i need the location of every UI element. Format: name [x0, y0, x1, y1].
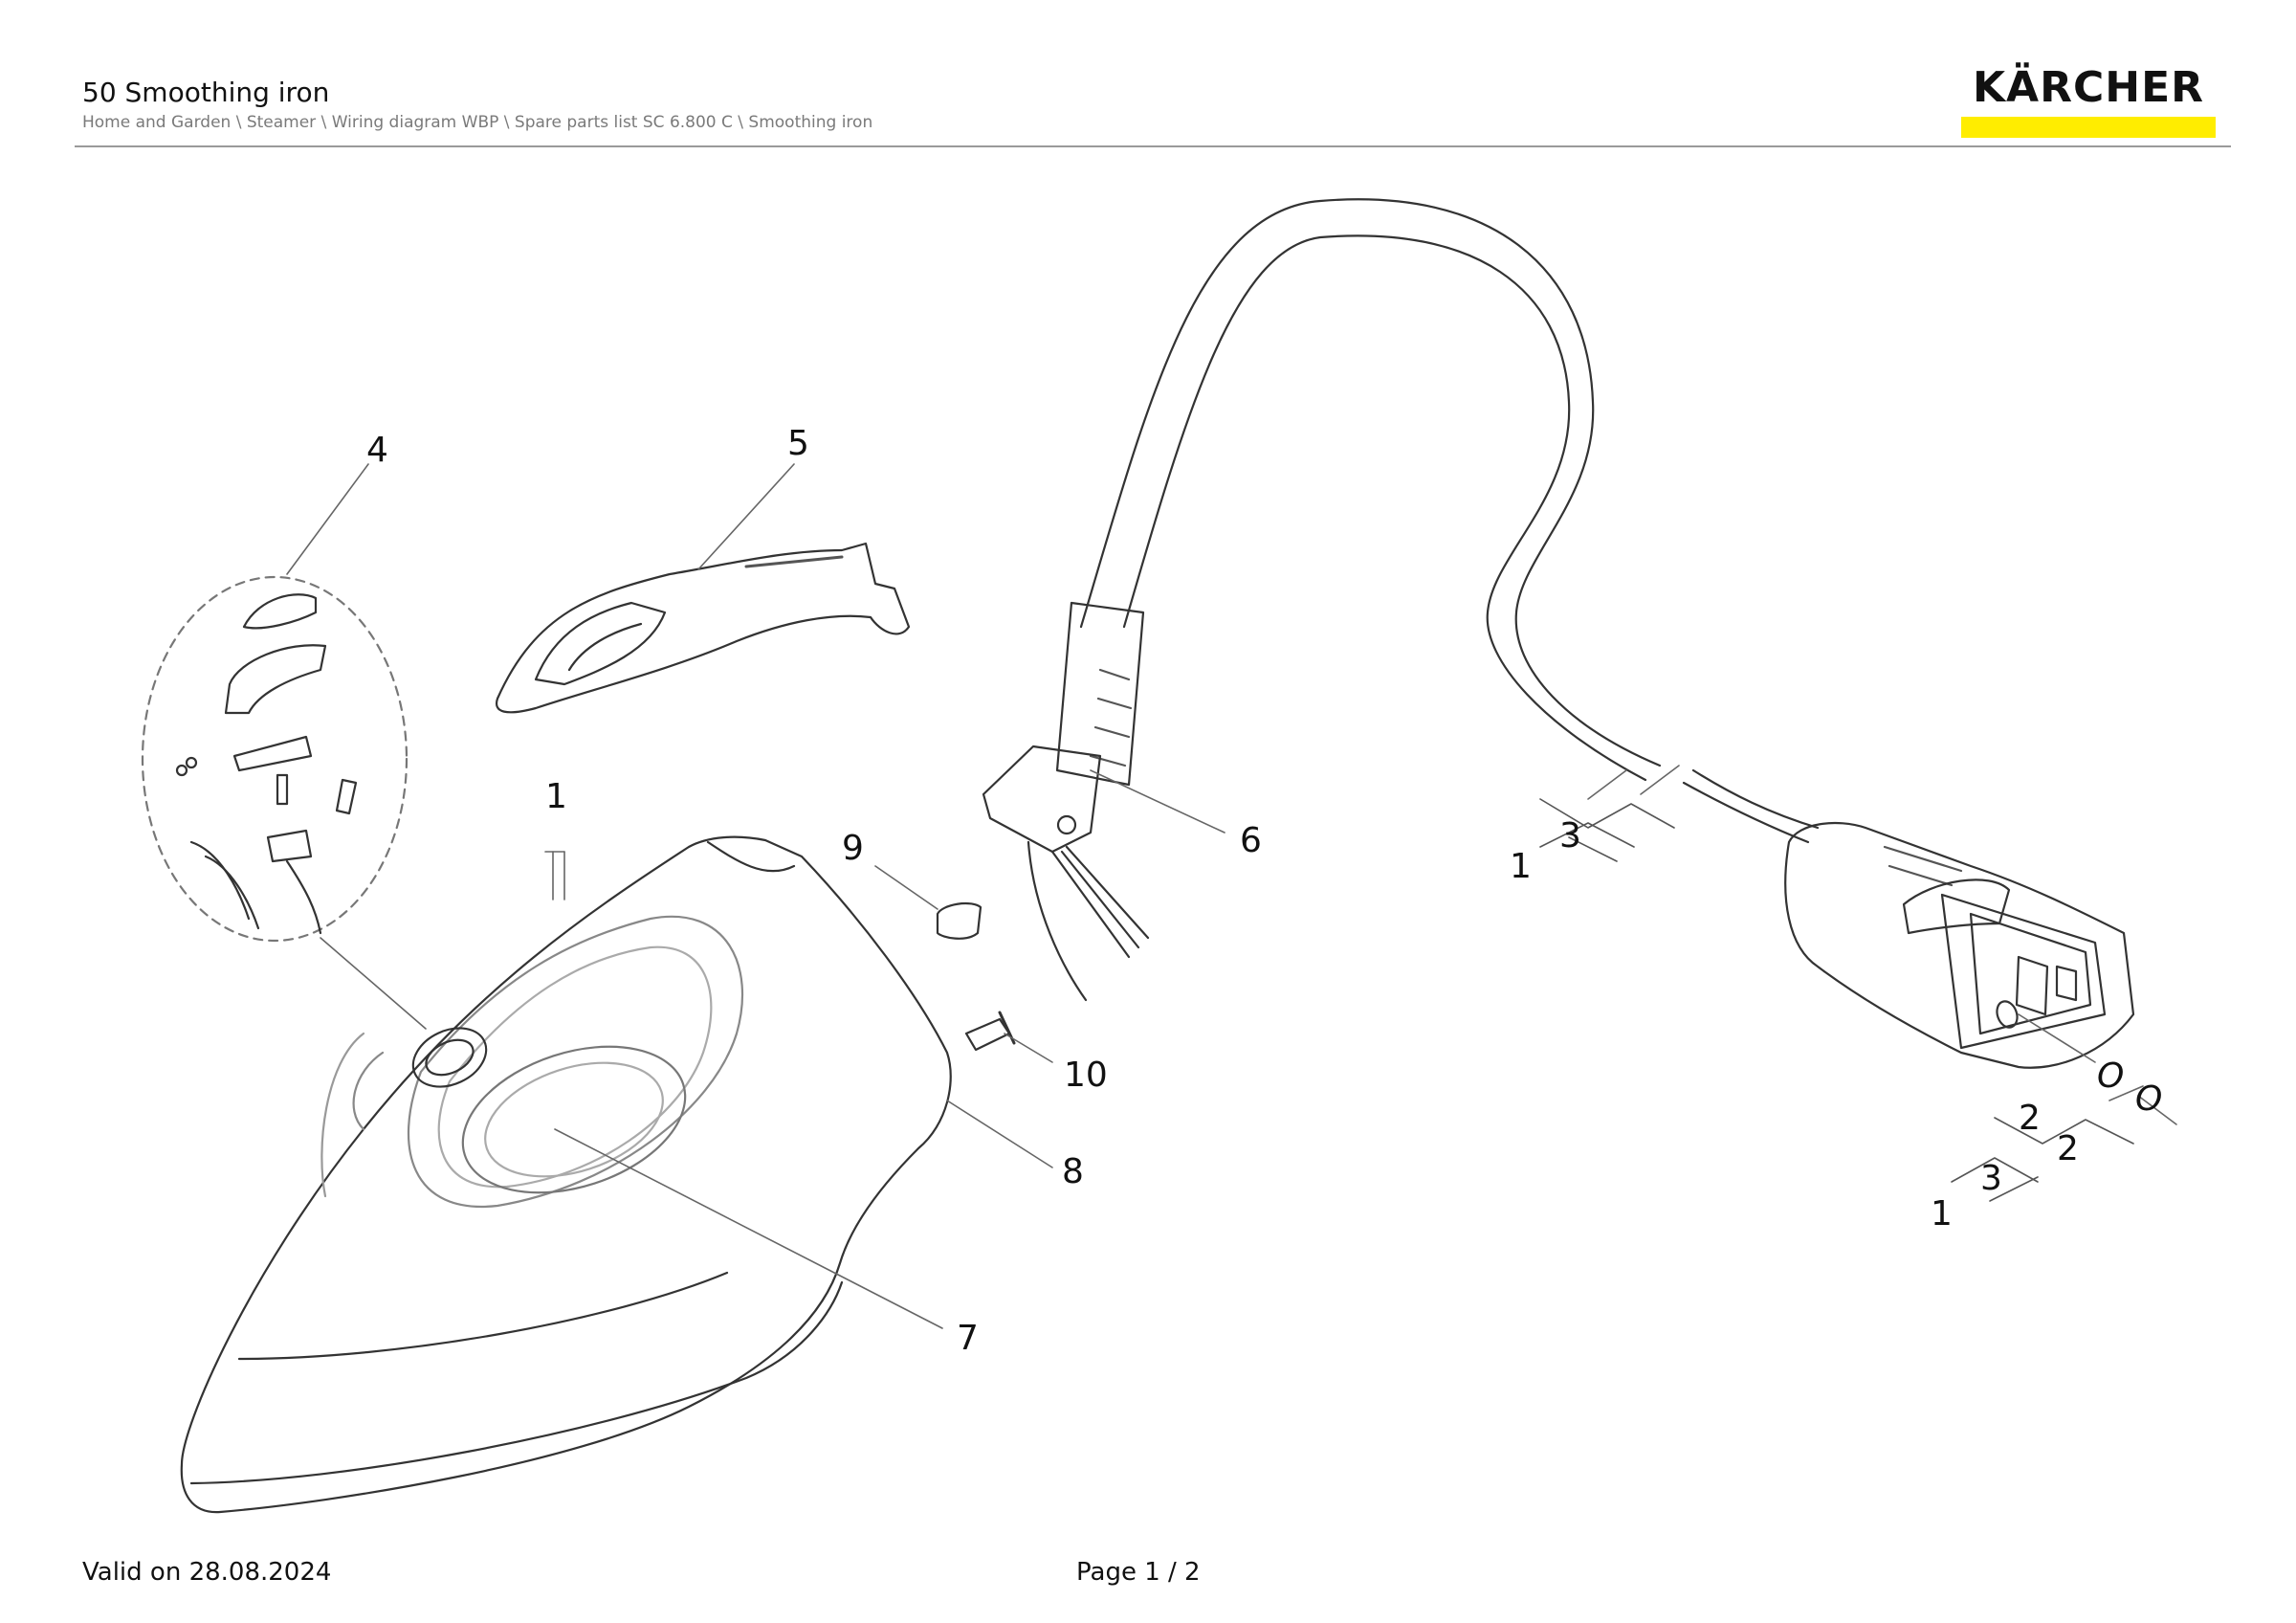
- handle-part-illustration: [495, 542, 911, 714]
- kit-bracket-a: [1539, 798, 1675, 862]
- power-cord-illustration: [982, 198, 1820, 1002]
- page-title: 50 Smoothing iron: [82, 77, 330, 108]
- callout-7[interactable]: 7: [957, 1319, 979, 1358]
- kit-b-number[interactable]: 3: [1980, 1159, 2002, 1198]
- screw-part-illustration: [964, 1017, 1011, 1052]
- breadcrumb[interactable]: Home and Garden \ Steamer \ Wiring diagr…: [82, 113, 873, 132]
- clip-part-illustration: [936, 901, 982, 940]
- iron-body-illustration: [180, 835, 952, 1514]
- kit-b-quantity[interactable]: 1: [1931, 1194, 1953, 1234]
- callout-4[interactable]: 4: [366, 431, 388, 470]
- o-ring-a: O: [2097, 1056, 2124, 1096]
- kit-b-part-2b[interactable]: 2: [2057, 1129, 2079, 1168]
- validity-date: Valid on 28.08.2024: [82, 1558, 332, 1587]
- callout-8[interactable]: 8: [1062, 1152, 1084, 1191]
- o-ring-b: O: [2135, 1079, 2162, 1119]
- callout-6[interactable]: 6: [1240, 821, 1262, 860]
- header-divider: [75, 145, 2231, 147]
- plug-connector-illustration: [1784, 821, 2135, 1069]
- leader-lines: [286, 463, 2177, 1329]
- page-number: Page 1 / 2: [1076, 1558, 1201, 1587]
- assembly-group-outline: [141, 575, 408, 943]
- karcher-logo: KÄRCHER: [1961, 63, 2216, 138]
- kit-bracket-b: [1951, 1117, 2134, 1202]
- callout-10[interactable]: 10: [1064, 1056, 1108, 1095]
- callout-1[interactable]: 1: [545, 777, 567, 816]
- brand-wordmark: KÄRCHER: [1972, 63, 2205, 112]
- kit-a-quantity[interactable]: 1: [1510, 847, 1532, 886]
- kit-a-number[interactable]: 3: [1559, 816, 1581, 856]
- kit-b-part-2a[interactable]: 2: [2019, 1099, 2041, 1138]
- button-assembly-illustration: [175, 593, 358, 935]
- brand-yellow-bar: [1961, 117, 2216, 138]
- callout-5[interactable]: 5: [787, 424, 809, 463]
- callout-9[interactable]: 9: [842, 829, 864, 868]
